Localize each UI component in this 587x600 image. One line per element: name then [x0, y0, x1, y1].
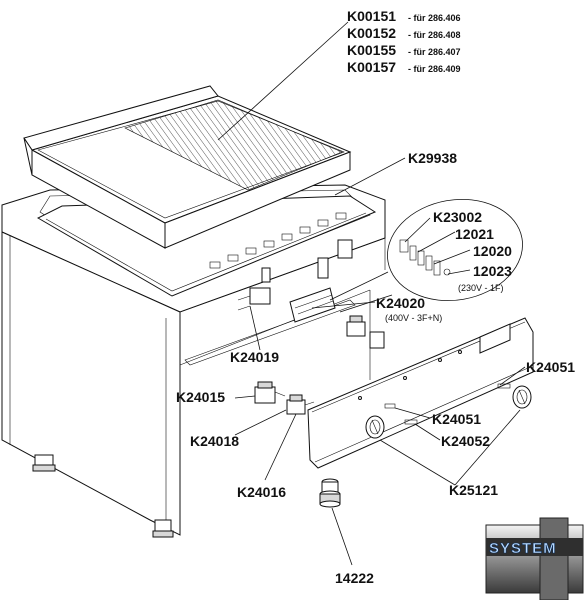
knob-spindles: [384, 383, 511, 425]
label-14222: 14222: [335, 570, 374, 586]
control-knob-right: [512, 385, 532, 409]
label-k24051-mid: K24051: [432, 411, 481, 427]
leader-lines: [217, 21, 526, 566]
label-frame-gasket: K29938: [408, 150, 457, 166]
cable-gland: [319, 478, 341, 508]
switch-k24015: [254, 381, 286, 404]
label-part-c: 12023: [473, 263, 512, 279]
cabinet-foot-left-base: [32, 464, 56, 472]
grill-plate-note-2: - für 286.407: [408, 47, 461, 57]
control-panel: [307, 317, 534, 469]
label-thermostat-note: (400V - 3F+N): [385, 313, 442, 323]
logo-text: SYSTEM: [489, 540, 557, 557]
label-thermostat: K24020: [376, 295, 425, 311]
relay-switch: [346, 315, 385, 349]
pilot-light-window: [479, 323, 511, 354]
label-part-b: 12020: [473, 243, 512, 259]
grill-plate-note-0: - für 286.406: [408, 13, 461, 23]
label-k24018: K24018: [190, 433, 239, 449]
system-logo: SYSTEM: [485, 517, 584, 600]
grill-plate-code-2: K00155: [347, 42, 396, 58]
label-k24019: K24019: [230, 349, 279, 365]
label-part-c-note: (230V - 1F): [458, 283, 504, 293]
grill-plate-code-0: K00151: [347, 8, 396, 24]
label-k24051-right: K24051: [526, 359, 575, 375]
label-part-a: 12021: [455, 226, 494, 242]
label-k25121: K25121: [449, 482, 498, 498]
label-k24015: K24015: [176, 389, 225, 405]
grill-plate-code-1: K00152: [347, 25, 396, 41]
label-k24052: K24052: [441, 433, 490, 449]
grill-plate-note-1: - für 286.408: [408, 30, 461, 40]
label-switch-block: K23002: [433, 209, 482, 225]
detail-callout: [329, 198, 523, 313]
grill-plate-labels: K00151 - für 286.406 K00152 - für 286.40…: [347, 8, 461, 75]
terminal-block: [237, 267, 271, 311]
control-knob-left: [365, 415, 385, 439]
label-k24016: K24016: [237, 484, 286, 500]
detail-labels: K23002 12021 12020 12023 (230V - 1F): [433, 209, 512, 293]
grill-plate-code-3: K00157: [347, 59, 396, 75]
grill-plate-note-3: - für 286.409: [408, 64, 461, 74]
cabinet-foot-right-base: [152, 530, 174, 538]
thermostat-unit: [289, 239, 353, 323]
grill-plate: [23, 85, 352, 249]
